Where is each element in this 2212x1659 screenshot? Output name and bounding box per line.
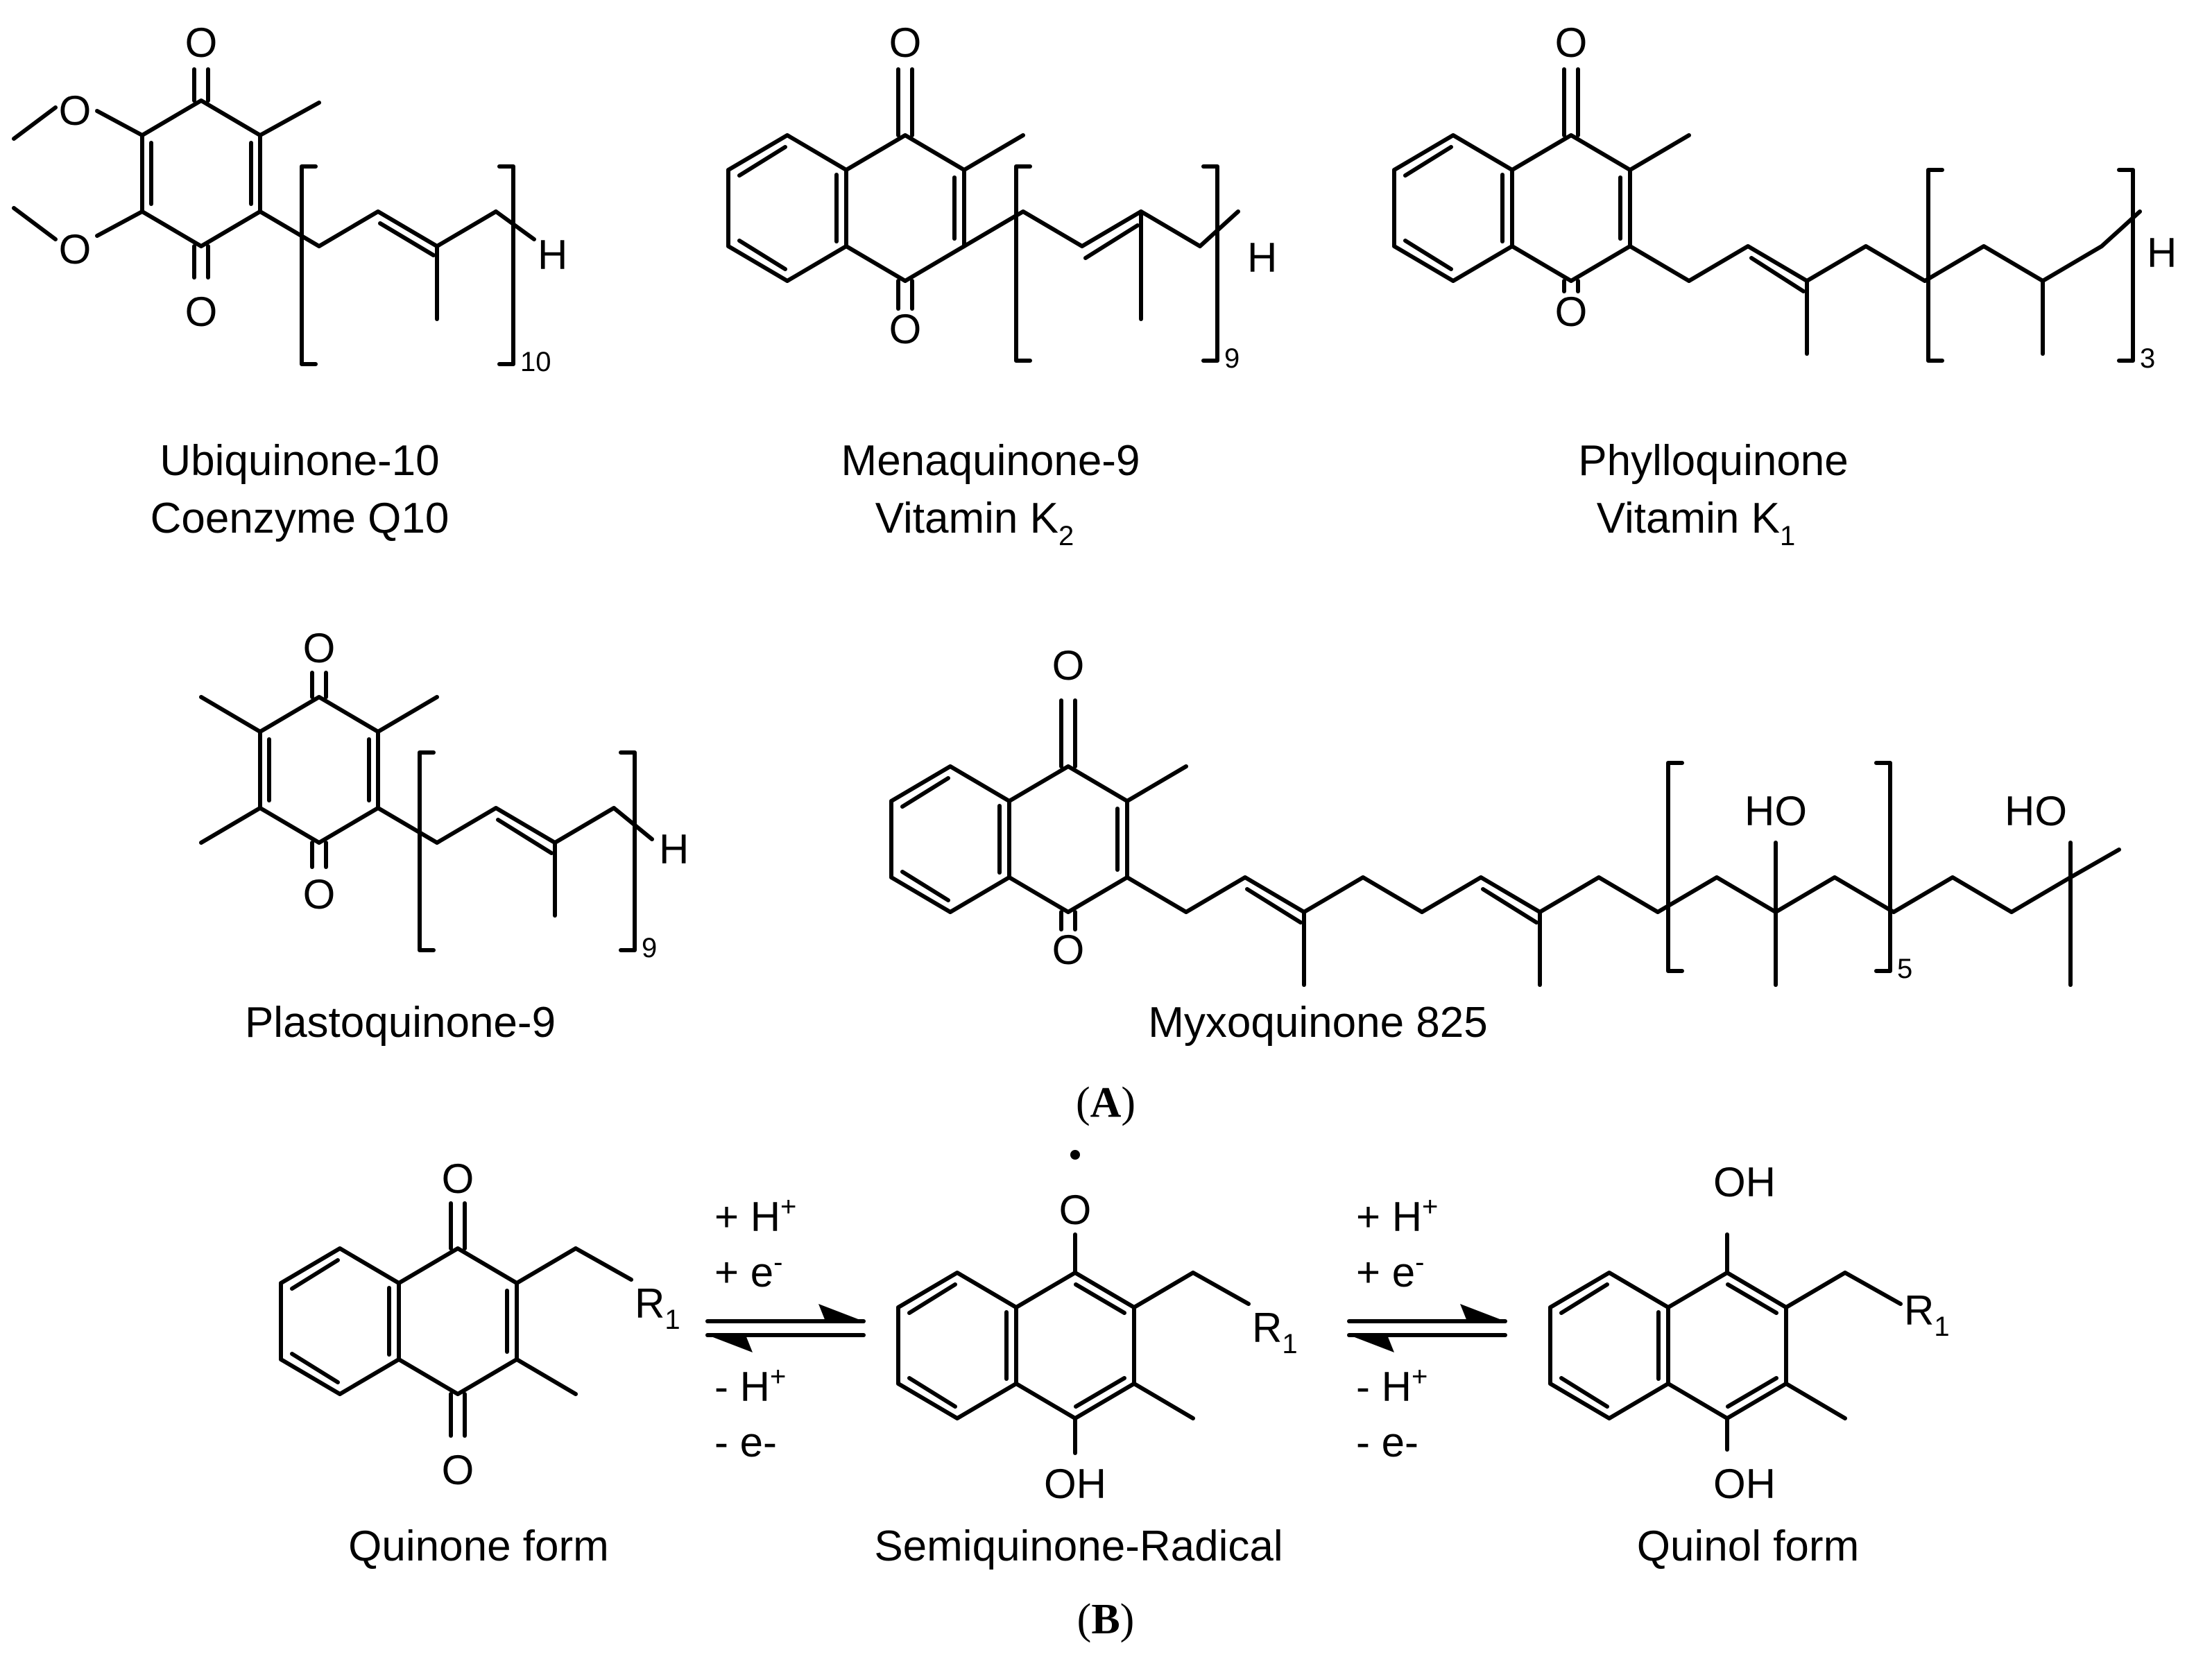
phyllo-repeat: 3 (2140, 343, 2155, 374)
plasto-o-top: O (303, 625, 336, 671)
mena-o-top: O (889, 19, 922, 66)
myxo-ho-2: HO (2005, 788, 2067, 834)
phylloquinone-name: Phylloquinone (1578, 437, 1849, 485)
phyllo-o-top: O (1555, 19, 1588, 66)
reverse-e-1: - e- (714, 1419, 777, 1465)
quinone-form-label: Quinone form (348, 1522, 609, 1570)
quinone-o-bottom: O (442, 1447, 474, 1493)
mena-repeat: 9 (1224, 343, 1240, 374)
ubi-repeat: 10 (520, 347, 551, 377)
panel-a-label: (A) (1076, 1079, 1135, 1126)
semiquinone-structure: O OH R1 (896, 1150, 1298, 1507)
quinol-r: R1 (1904, 1287, 1950, 1342)
ubiquinone-structure: O O O O H 10 (12, 19, 567, 377)
plasto-h: H (659, 826, 689, 873)
ubiquinone-name: Ubiquinone-10 (160, 437, 439, 485)
vitamin-k2-name: Vitamin K2 (875, 495, 1074, 551)
plastoquinone-structure: O O H 9 (199, 625, 689, 963)
myxo-o-top: O (1052, 642, 1085, 689)
quinone-r: R1 (635, 1280, 680, 1335)
mena-h: H (1247, 234, 1277, 281)
ubi-o-methoxy2: O (59, 226, 92, 273)
menaquinone-name: Menaquinone-9 (841, 437, 1140, 485)
phylloquinone-structure: O O H 3 (1392, 19, 2177, 374)
forward-e-2: + e- (1356, 1247, 1424, 1296)
myxo-repeat: 5 (1897, 954, 1912, 984)
forward-h-2: + H+ (1356, 1192, 1438, 1240)
quinol-form-label: Quinol form (1637, 1522, 1859, 1570)
reverse-e-2: - e- (1356, 1419, 1418, 1465)
mena-o-bottom: O (889, 306, 922, 352)
plastoquinone-name: Plastoquinone-9 (245, 999, 556, 1047)
equilibrium-arrow-2 (1347, 1304, 1507, 1352)
forward-h-1: + H+ (714, 1192, 796, 1240)
myxoquinone-name: Myxoquinone 825 (1148, 999, 1487, 1047)
quinone-form-structure: O O R1 (279, 1155, 680, 1493)
semiquinone-oh: OH (1044, 1461, 1106, 1507)
equilibrium-arrow-1 (705, 1304, 866, 1352)
quinol-oh-bottom: OH (1713, 1461, 1776, 1507)
plasto-o-bottom: O (303, 871, 336, 918)
semiquinone-r: R1 (1252, 1305, 1298, 1359)
quinol-oh-top: OH (1713, 1159, 1776, 1205)
phyllo-h: H (2147, 230, 2177, 276)
semiquinone-label: Semiquinone-Radical (874, 1522, 1283, 1570)
myxoquinone-structure: O O HO HO 5 (889, 642, 2121, 987)
ubi-o-bottom: O (185, 289, 218, 335)
ubi-h: H (538, 232, 567, 278)
quinol-structure: OH OH R1 (1548, 1159, 1950, 1507)
ubi-o-top: O (185, 19, 218, 66)
ubi-o-methoxy1: O (59, 87, 92, 134)
reverse-h-2: - H+ (1356, 1361, 1427, 1410)
myxo-ho-1: HO (1744, 788, 1807, 834)
semiquinone-o-radical: O (1059, 1187, 1092, 1233)
vitamin-k1-name: Vitamin K1 (1597, 495, 1795, 551)
menaquinone-structure: O O H 9 (726, 19, 1277, 374)
reverse-h-1: - H+ (714, 1361, 786, 1410)
plasto-repeat: 9 (642, 933, 657, 963)
quinone-o-top: O (442, 1155, 474, 1202)
myxo-o-bottom: O (1052, 927, 1085, 973)
forward-e-1: + e- (714, 1247, 782, 1296)
phyllo-o-bottom: O (1555, 289, 1588, 335)
panel-b-label: (B) (1077, 1596, 1135, 1643)
coenzyme-name: Coenzyme Q10 (151, 495, 449, 542)
radical-dot (1070, 1150, 1080, 1160)
